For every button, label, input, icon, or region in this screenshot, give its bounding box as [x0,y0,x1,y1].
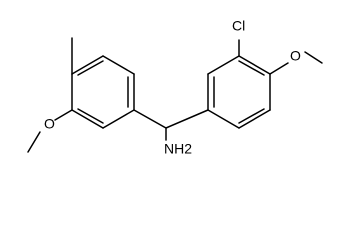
bond [54,109,73,121]
double-bond [77,60,104,76]
bond [133,109,167,129]
double-bond [238,108,265,124]
bond [238,109,271,129]
bond [165,109,209,129]
bond [238,55,271,75]
right-ring [207,55,271,129]
bond [102,109,135,129]
atom-chlorine: Cl [232,18,245,34]
bond [207,55,240,75]
bond [207,109,240,129]
bond [71,55,104,75]
left-ring [71,55,135,129]
bond [71,109,104,129]
atom-amine: NH2 [164,141,192,157]
double-bond [77,108,104,124]
bond [102,55,135,75]
bond [27,131,41,153]
bond [304,51,323,64]
chemical-structure: O NH2 Cl O [27,18,323,157]
double-bond [238,60,265,76]
bond [269,62,289,75]
atom-oxygen-right: O [290,48,301,64]
atom-oxygen-left: O [44,116,55,132]
